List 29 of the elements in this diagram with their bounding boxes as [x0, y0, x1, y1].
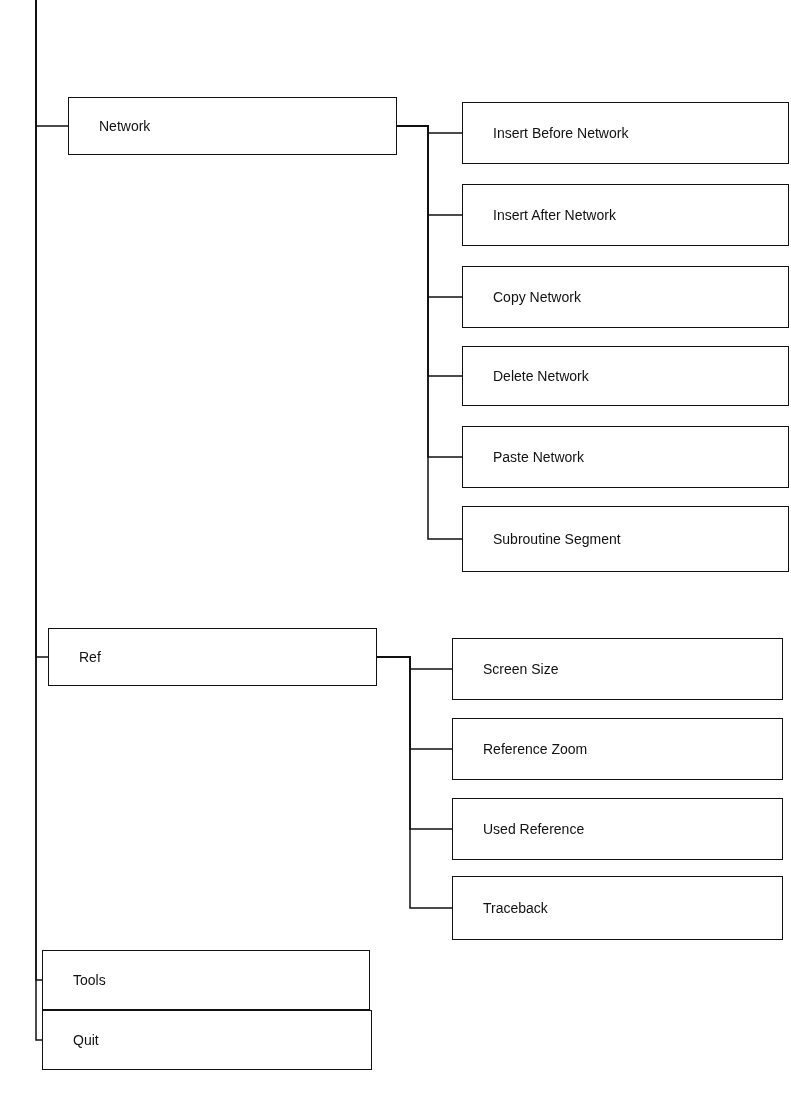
menu-label: Used Reference	[483, 821, 585, 837]
menu-box	[462, 426, 789, 488]
menu-label: Paste Network	[493, 449, 585, 465]
menu-label: Ref	[79, 649, 101, 665]
menu-box	[462, 506, 789, 572]
menu-box	[48, 628, 377, 686]
menu-label: Quit	[73, 1032, 99, 1048]
menu-box	[42, 950, 370, 1010]
menu-label: Copy Network	[493, 289, 581, 305]
menu-box	[452, 718, 783, 780]
menu-label: Tools	[73, 972, 106, 988]
menu-box	[462, 346, 789, 406]
menu-label: Traceback	[483, 900, 548, 916]
menu-label: Network	[99, 118, 151, 134]
menu-box	[68, 97, 397, 155]
menu-label: Subroutine Segment	[493, 531, 621, 547]
menu-box	[452, 876, 783, 940]
connector-line	[376, 656, 453, 909]
menu-box	[452, 798, 783, 860]
menu-label: Insert Before Network	[493, 125, 629, 141]
menu-box	[42, 1010, 372, 1070]
menu-label: Reference Zoom	[483, 741, 588, 757]
menu-box	[462, 266, 789, 328]
menu-label: Insert After Network	[493, 207, 616, 223]
menu-label: Screen Size	[483, 661, 559, 677]
menu-label: Delete Network	[493, 368, 589, 384]
menu-box	[462, 102, 789, 164]
menu-box	[462, 184, 789, 246]
menu-box	[452, 638, 783, 700]
